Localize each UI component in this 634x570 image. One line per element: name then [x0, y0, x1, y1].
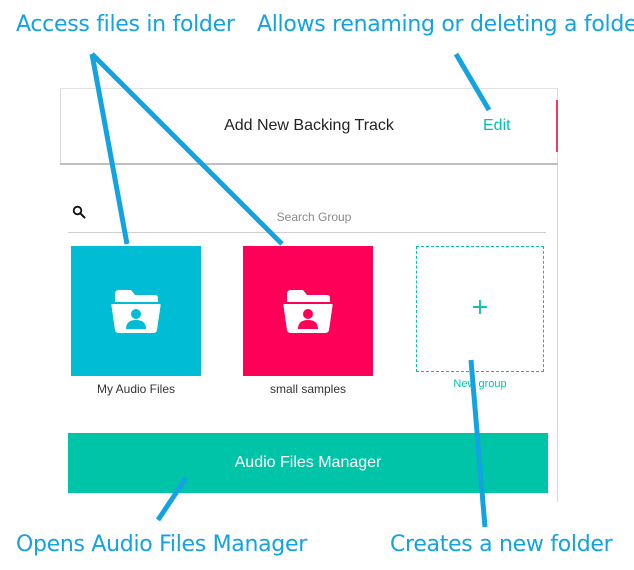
callout-edit: Allows renaming or deleting a folder — [257, 12, 634, 37]
new-group-label: New group — [453, 378, 507, 390]
folder-user-icon — [111, 290, 161, 333]
edit-button[interactable]: Edit — [483, 117, 511, 134]
divider — [60, 88, 558, 89]
callout-access-files: Access files in folder — [16, 12, 235, 37]
callout-new-folder: Creates a new folder — [390, 532, 613, 557]
callout-audio-manager: Opens Audio Files Manager — [16, 532, 307, 557]
panel-border — [557, 88, 558, 502]
group-label: small samples — [269, 382, 347, 396]
group-tile-my-audio-files[interactable] — [71, 246, 201, 376]
panel-border — [60, 88, 61, 164]
search-icon — [72, 205, 86, 219]
background-edge — [556, 100, 558, 152]
new-group-button[interactable]: + — [416, 246, 544, 372]
divider — [60, 163, 558, 165]
group-label: My Audio Files — [96, 382, 176, 396]
group-tile-small-samples[interactable] — [243, 246, 373, 376]
search-input[interactable] — [92, 206, 536, 228]
folder-user-icon — [283, 290, 333, 333]
search-underline — [68, 232, 546, 233]
plus-icon: + — [470, 295, 490, 320]
audio-files-manager-button[interactable]: Audio Files Manager — [68, 433, 548, 493]
